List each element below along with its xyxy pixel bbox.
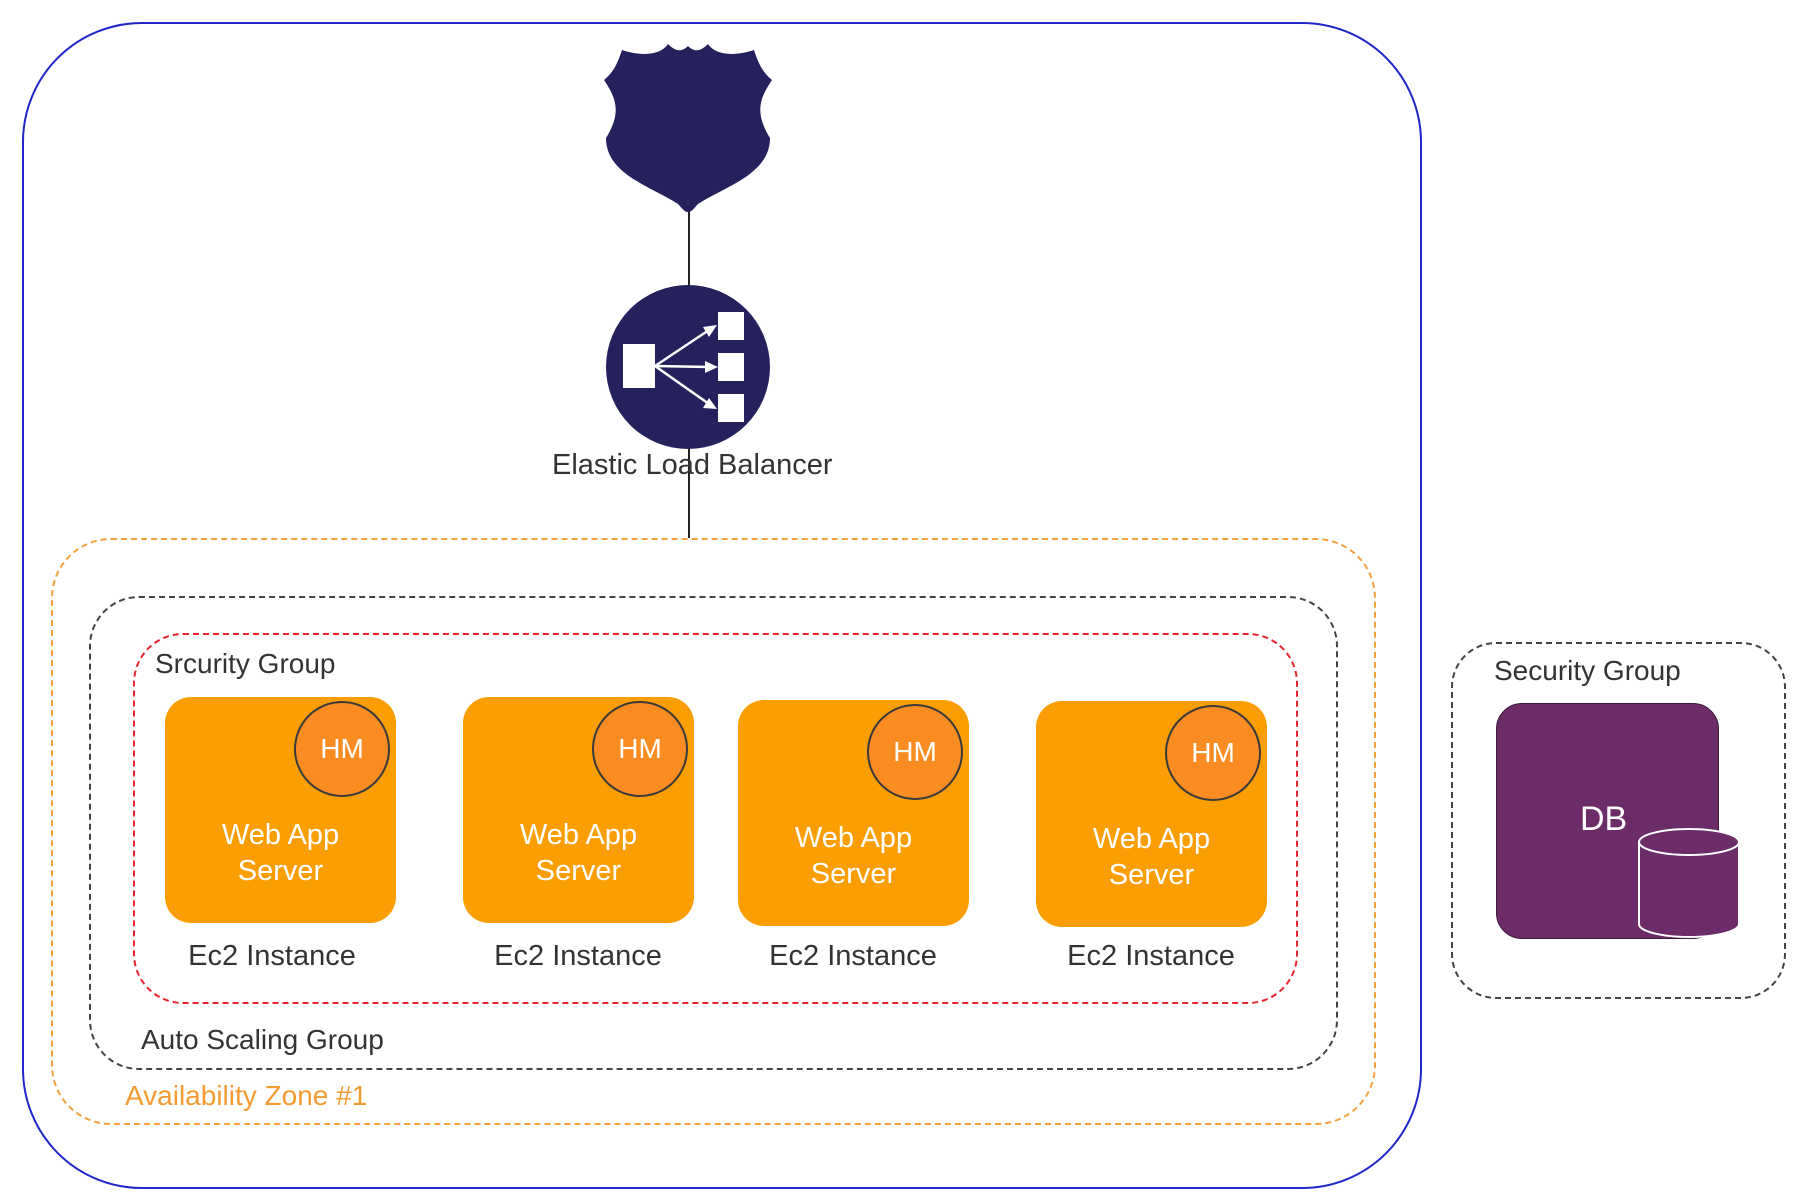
health-monitor-badge: HM bbox=[592, 701, 688, 797]
internet-gateway-shield-icon bbox=[604, 44, 772, 212]
target-node-middle bbox=[718, 353, 744, 381]
db-security-group-region bbox=[1451, 642, 1786, 999]
auto-scaling-group-region bbox=[89, 596, 1338, 1070]
web-security-group-region bbox=[133, 633, 1298, 1004]
ec2-instance-caption: Ec2 Instance bbox=[188, 940, 356, 972]
ec2-instance-caption: Ec2 Instance bbox=[1067, 940, 1235, 972]
target-node-bottom bbox=[718, 394, 744, 422]
load-balancer-label: Elastic Load Balancer bbox=[552, 449, 833, 481]
ec2-instance-caption: Ec2 Instance bbox=[769, 940, 937, 972]
load-balancer-icon bbox=[606, 285, 770, 449]
database-cylinder-icon bbox=[1638, 828, 1740, 938]
vpc-region bbox=[22, 22, 1422, 1189]
target-node-top bbox=[718, 312, 744, 340]
database-label: DB bbox=[1580, 800, 1628, 838]
availability-zone-label: Availability Zone #1 bbox=[125, 1080, 368, 1111]
health-monitor-badge: HM bbox=[867, 704, 963, 800]
auto-scaling-group-label: Auto Scaling Group bbox=[141, 1024, 384, 1055]
gateway-shape bbox=[604, 44, 772, 212]
ec2-instance-caption: Ec2 Instance bbox=[494, 940, 662, 972]
web-security-group-label: Srcurity Group bbox=[155, 648, 336, 679]
availability-zone-region bbox=[51, 538, 1376, 1125]
source-node bbox=[623, 344, 655, 388]
health-monitor-badge: HM bbox=[294, 701, 390, 797]
health-monitor-badge: HM bbox=[1165, 705, 1261, 801]
db-security-group-label: Security Group bbox=[1494, 655, 1681, 686]
